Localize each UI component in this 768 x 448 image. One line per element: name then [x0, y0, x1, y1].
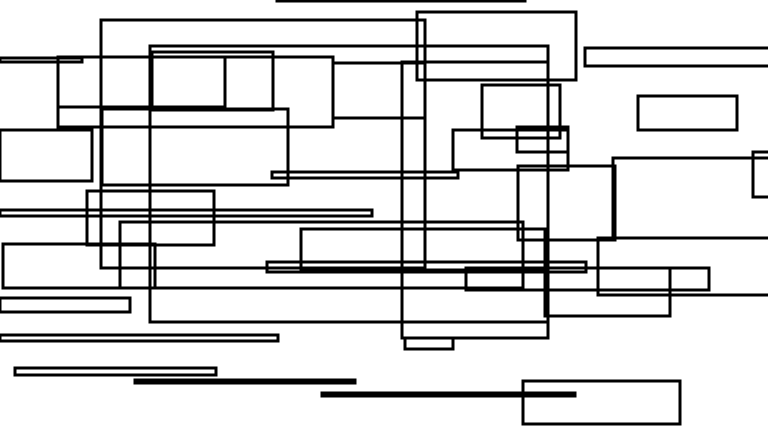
outline-rectangle-38	[320, 391, 577, 398]
outline-rectangle-17	[0, 128, 94, 183]
outline-rectangle-10	[331, 61, 427, 120]
outline-rectangle-39	[521, 379, 682, 426]
outline-rectangle-33	[0, 296, 132, 314]
outline-rectangle-6	[0, 56, 84, 64]
outline-rectangle-9	[56, 55, 227, 109]
outline-rectangle-22	[270, 170, 460, 180]
outline-rectangle-8	[150, 50, 275, 112]
outline-rectangle-26	[118, 220, 525, 290]
outline-rectangle-19	[451, 128, 570, 172]
outline-rectangle-28	[1, 242, 157, 290]
outline-rectangle-23	[516, 164, 617, 242]
outline-rectangle-18	[100, 107, 290, 187]
outline-rectangle-11	[400, 60, 550, 340]
outline-rectangle-13	[480, 83, 562, 140]
outline-rectangle-36	[13, 366, 218, 377]
outline-rectangle-1	[275, 0, 527, 3]
outline-rectangle-21	[751, 150, 768, 199]
outline-rectangle-37	[133, 378, 357, 385]
outline-rectangle-32	[543, 266, 672, 318]
outline-rectangle-7	[56, 55, 335, 129]
outline-rectangle-25	[0, 208, 374, 218]
outline-rectangle-34	[0, 333, 280, 343]
outline-rectangle-35	[403, 336, 455, 351]
outline-rectangle-14	[636, 94, 739, 132]
outline-rectangle-20	[611, 156, 768, 240]
outline-rectangle-5	[583, 46, 768, 68]
outline-rectangle-27	[299, 227, 547, 272]
